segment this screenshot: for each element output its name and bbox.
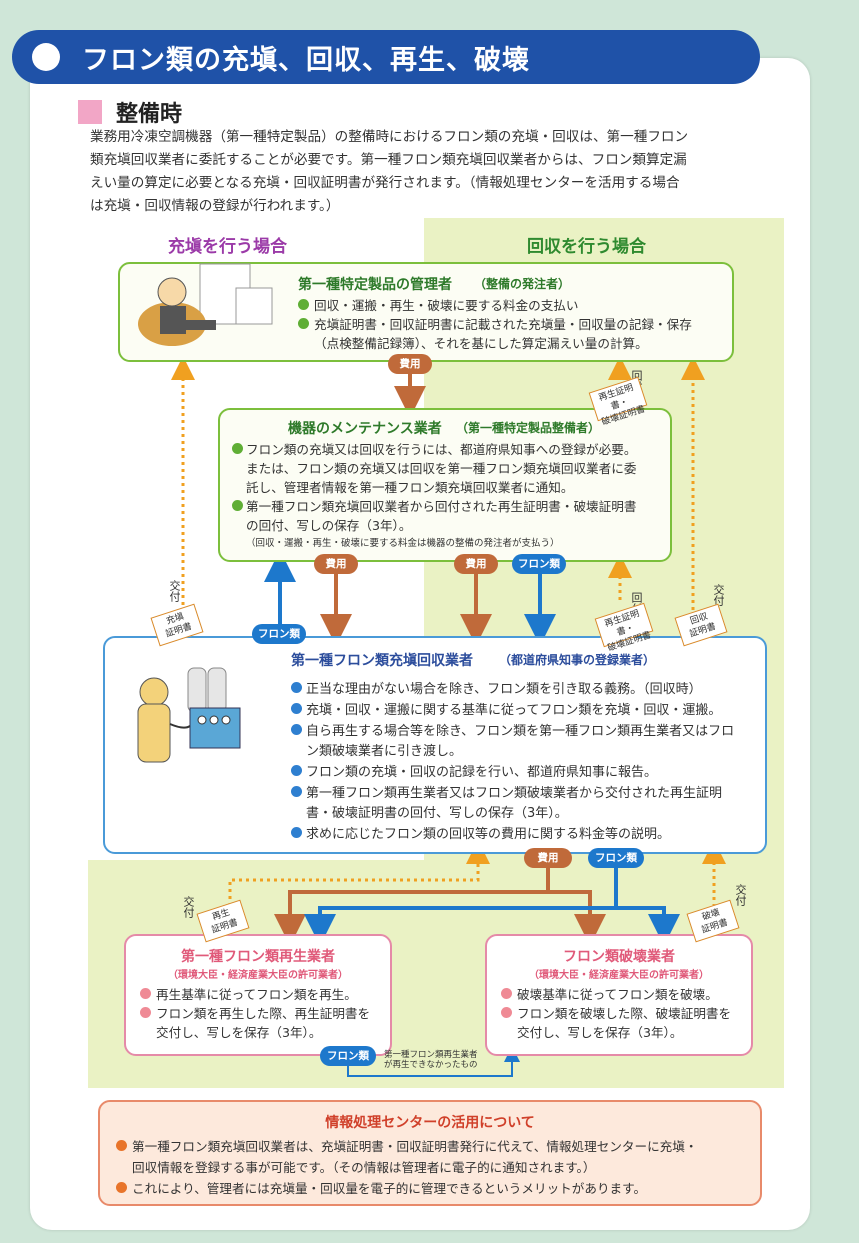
fee-label: 費用 — [388, 354, 432, 374]
recovery-subtitle: （都道府県知事の登録業者） — [499, 653, 656, 667]
manager-illustration — [138, 263, 273, 346]
recovery-line: 第一種フロン類再生業者又はフロン類破壊業者から交付された再生証明 — [306, 786, 723, 801]
recovery-line: 充塡・回収・運搬に関する基準に従ってフロン類を充塡・回収・運搬。 — [306, 703, 722, 718]
koufu-label: 交付 — [712, 584, 725, 606]
recovery-line: 自ら再生する場合等を除き、フロン類を第一種フロン類再生業者又はフロ — [306, 724, 735, 739]
regen-subtitle: （環境大臣・経済産業大臣の許可業者） — [168, 970, 348, 981]
regen-line: 交付し、写しを保存（3年）。 — [156, 1025, 322, 1040]
bullet-icon — [291, 765, 302, 776]
koufu-label: 交付 — [734, 884, 747, 906]
recovery-title: 第一種フロン類充塡回収業者 — [291, 653, 473, 669]
fill-column-heading: 充塡を行う場合 — [168, 237, 287, 257]
owner-line: 回収・運搬・再生・破壊に要する料金の支払い — [314, 298, 579, 313]
bullet-icon — [116, 1182, 127, 1193]
freon-label: フロン類 — [252, 624, 306, 644]
title-bullet-icon — [32, 43, 60, 71]
info-line: これにより、管理者には充塡量・回収量を電子的に管理できるというメリットがあります… — [132, 1181, 647, 1196]
bullet-icon — [232, 500, 243, 511]
maintenance-line: 託し、管理者情報を第一種フロン類充塡回収業者に通知。 — [246, 480, 574, 495]
destroy-subtitle: （環境大臣・経済産業大臣の許可業者） — [529, 970, 709, 981]
maintenance-subtitle: （第一種特定製品整備者） — [456, 421, 601, 435]
intro-line: 類充塡回収業者に委託することが必要です。第一種フロン類充塡回収業者からは、フロン… — [90, 152, 687, 168]
freon-label: フロン類 — [512, 554, 566, 574]
bullet-icon — [298, 299, 309, 310]
fee-label: 費用 — [454, 554, 498, 574]
bullet-icon — [291, 827, 302, 838]
owner-subtitle: （整備の発注者） — [474, 277, 571, 291]
info-title: 情報処理センターの活用について — [325, 1115, 535, 1131]
fee-label: 費用 — [314, 554, 358, 574]
recovery-line: 求めに応じたフロン類の回収等の費用に関する料金等の説明。 — [306, 827, 671, 842]
regeneration-operator-box: 第一種フロン類再生業者 （環境大臣・経済産業大臣の許可業者） 再生基準に従ってフ… — [124, 934, 392, 1056]
maintenance-line: または、フロン類の充塡又は回収を第一種フロン類充塡回収業者に委 — [246, 461, 637, 476]
page-title: フロン類の充塡、回収、再生、破壊 — [82, 45, 530, 76]
bullet-icon — [232, 443, 243, 454]
bullet-icon — [116, 1140, 127, 1151]
section-square-icon — [78, 100, 102, 124]
destroy-line: フロン類を破壊した際、破壊証明書を — [517, 1006, 732, 1021]
regen-title: 第一種フロン類再生業者 — [181, 949, 335, 965]
bullet-icon — [140, 988, 151, 999]
bullet-icon — [291, 682, 302, 693]
koufu-label: 交付 — [182, 896, 195, 918]
maintenance-note: （回収・運搬・再生・破壊に要する料金は機器の整備の発注者が支払う） — [246, 538, 560, 549]
recovery-line: ン類破壊業者に引き渡し。 — [306, 744, 463, 759]
fee-arrow — [274, 866, 550, 946]
bullet-icon — [140, 1007, 151, 1018]
koufu-label: 交付 — [168, 580, 181, 602]
title-bar: フロン類の充塡、回収、再生、破壊 — [12, 30, 760, 84]
regen-line: フロン類を再生した際、再生証明書を — [156, 1006, 371, 1021]
maintenance-box: 機器のメンテナンス業者 （第一種特定製品整備者） フロン類の充塡又は回収を行うに… — [218, 408, 672, 562]
section-heading: 整備時 — [116, 102, 183, 127]
destroy-title: フロン類破壊業者 — [563, 949, 675, 965]
freon-arrow — [304, 866, 618, 946]
info-center-box: 情報処理センターの活用について 第一種フロン類充塡回収業者は、充塡証明書・回収証… — [98, 1100, 762, 1206]
maintenance-title: 機器のメンテナンス業者 — [288, 421, 442, 437]
maintenance-line: 第一種フロン類充塡回収業者から回付された再生証明書・破壊証明書 — [246, 499, 637, 514]
note-line: 第一種フロン類再生業者 — [384, 1050, 478, 1060]
unrecyclable-note: 第一種フロン類再生業者 が再生できなかったもの — [384, 1050, 478, 1070]
intro-line: 業務用冷凍空調機器（第一種特定製品）の整備時におけるフロン類の充塡・回収は、第一… — [90, 129, 689, 145]
info-line: 第一種フロン類充塡回収業者は、充塡証明書・回収証明書発行に代えて、情報処理センタ… — [132, 1139, 698, 1154]
fee-label: 費用 — [524, 848, 572, 868]
freon-label: フロン類 — [588, 848, 644, 868]
freon-arrow — [616, 906, 680, 946]
recovery-line: 書・破壊証明書の回付、写しの保存（3年）。 — [306, 806, 568, 821]
bullet-icon — [291, 724, 302, 735]
owner-title: 第一種特定製品の管理者 — [298, 277, 452, 293]
destruction-operator-box: フロン類破壊業者 （環境大臣・経済産業大臣の許可業者） 破壊基準に従ってフロン類… — [485, 934, 753, 1056]
recovery-line: 正当な理由がない場合を除き、フロン類を引き取る義務。（回収時） — [306, 682, 702, 697]
freon-label: フロン類 — [320, 1046, 376, 1066]
bullet-icon — [501, 1007, 512, 1018]
bullet-icon — [291, 786, 302, 797]
maintenance-line: フロン類の充塡又は回収を行うには、都道府県知事への登録が必要。 — [246, 442, 637, 457]
owner-line: （点検整備記録簿）、それを基にした算定漏えい量の計算。 — [314, 336, 648, 351]
certificate-arrow — [228, 840, 490, 906]
worker-illustration — [137, 667, 241, 763]
maintenance-line: の回付、写しの保存（3年）。 — [246, 518, 412, 533]
owner-line: 充塡証明書・回収証明書に記載された充塡量・回収量の記録・保存 — [314, 317, 692, 332]
bullet-icon — [501, 988, 512, 999]
intro-line: は充塡・回収情報の登録が行われます。） — [90, 198, 340, 214]
fee-arrow — [548, 890, 606, 946]
recovery-line: フロン類の充塡・回収の記録を行い、都道府県知事に報告。 — [306, 765, 658, 780]
note-line: が再生できなかったもの — [384, 1060, 478, 1070]
destroy-line: 破壊基準に従ってフロン類を破壊。 — [517, 987, 718, 1002]
intro-line: えい量の算定に必要となる充塡・回収証明書が発行されます。（情報処理センターを活用… — [90, 175, 680, 191]
recover-column-heading: 回収を行う場合 — [527, 237, 646, 257]
bullet-icon — [298, 318, 309, 329]
destroy-line: 交付し、写しを保存（3年）。 — [517, 1025, 683, 1040]
bullet-icon — [291, 703, 302, 714]
regen-line: 再生基準に従ってフロン類を再生。 — [156, 987, 357, 1002]
info-line: 回収情報を登録する事が可能です。（その情報は管理者に電子的に通知されます。） — [132, 1160, 596, 1175]
intro-paragraph: 業務用冷凍空調機器（第一種特定製品）の整備時におけるフロン類の充塡・回収は、第一… — [90, 126, 770, 218]
